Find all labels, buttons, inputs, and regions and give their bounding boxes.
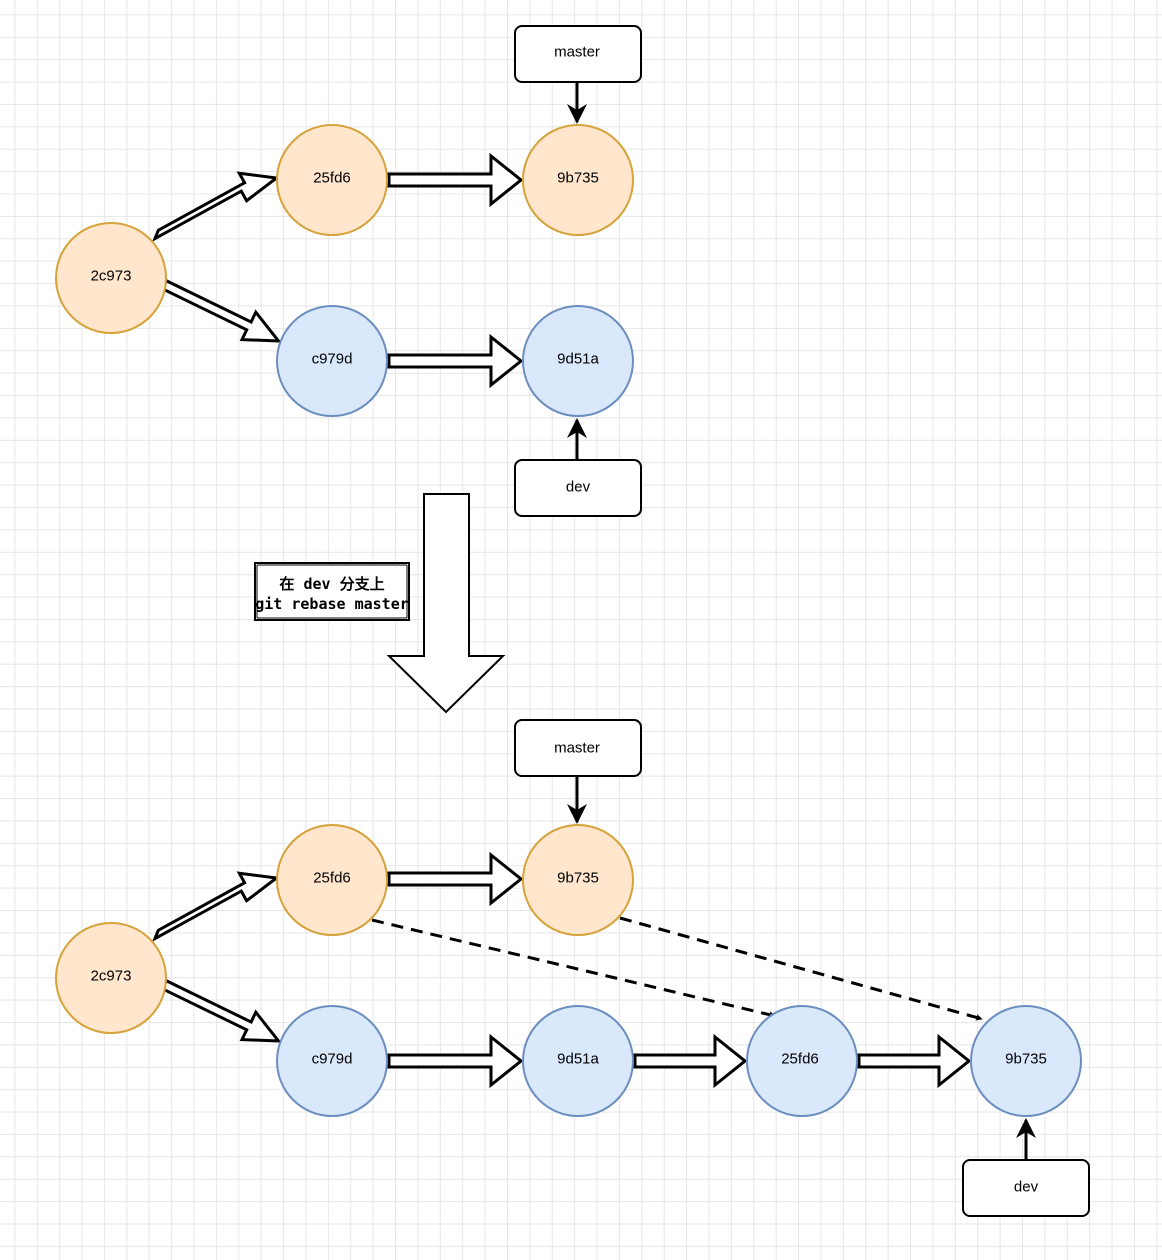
commit-node[interactable]: 9b735 xyxy=(522,824,634,936)
edge-root-to-master1 xyxy=(152,171,281,242)
commit-label: 25fd6 xyxy=(313,870,351,887)
edge-master1-to-master2 xyxy=(387,152,524,208)
edge-root-to-dev1 xyxy=(160,978,282,1043)
commit-node[interactable]: 9d51a xyxy=(522,1005,634,1117)
transition-down-arrow xyxy=(386,493,506,714)
operation-note: 在 dev 分支上 git rebase master xyxy=(254,562,410,621)
commit-node[interactable]: c979d xyxy=(276,1005,388,1117)
commit-label: 9d51a xyxy=(557,1051,599,1068)
before-graph: 2c973 25fd6 9b735 c979d 9d51a master dev xyxy=(55,25,642,517)
commit-label: 25fd6 xyxy=(781,1051,819,1068)
branch-label-dev[interactable]: dev xyxy=(514,459,642,517)
commit-node[interactable]: 25fd6 xyxy=(276,124,388,236)
operation-line-1: 在 dev 分支上 xyxy=(279,575,384,593)
svg-text:master: master xyxy=(554,44,600,61)
commit-label: 9b735 xyxy=(557,870,599,887)
commit-node[interactable]: 2c973 xyxy=(55,922,167,1034)
edge-root-to-master1 xyxy=(152,871,281,942)
svg-text:dev: dev xyxy=(566,479,591,496)
rebase-copy-arrow xyxy=(619,916,983,1021)
commit-node[interactable]: c979d xyxy=(276,305,388,417)
edge-root-to-dev1 xyxy=(160,278,282,343)
svg-text:master: master xyxy=(554,740,600,757)
commit-label: 9d51a xyxy=(557,351,599,368)
commit-label: 2c973 xyxy=(91,268,132,285)
edge-dev3-to-dev4 xyxy=(857,1033,972,1089)
transition: 在 dev 分支上 git rebase master xyxy=(254,493,506,714)
edge-dev2-to-dev3 xyxy=(633,1033,748,1089)
commit-node[interactable]: 25fd6 xyxy=(746,1005,858,1117)
operation-line-2: git rebase master xyxy=(255,595,409,613)
rebase-copy-arrow xyxy=(371,918,776,1018)
svg-text:dev: dev xyxy=(1014,1179,1039,1196)
edge-dev1-to-dev2 xyxy=(387,333,524,389)
commit-label: c979d xyxy=(312,351,353,368)
commit-node[interactable]: 25fd6 xyxy=(276,824,388,936)
branch-label-master[interactable]: master xyxy=(514,25,642,83)
commit-label: 25fd6 xyxy=(313,170,351,187)
branch-label-dev[interactable]: dev xyxy=(962,1159,1090,1217)
commit-label: c979d xyxy=(312,1051,353,1068)
commit-label: 9b735 xyxy=(557,170,599,187)
commit-node[interactable]: 9b735 xyxy=(970,1005,1082,1117)
commit-node[interactable]: 2c973 xyxy=(55,222,167,334)
commit-node[interactable]: 9d51a xyxy=(522,305,634,417)
commit-label: 2c973 xyxy=(91,968,132,985)
commit-label: 9b735 xyxy=(1005,1051,1047,1068)
after-graph: 2c973 25fd6 9b735 c979d 9d51a 25fd6 9b73… xyxy=(55,719,1090,1217)
branch-label-master[interactable]: master xyxy=(514,719,642,777)
edge-master1-to-master2 xyxy=(387,851,524,907)
edge-dev1-to-dev2 xyxy=(387,1033,524,1089)
commit-node[interactable]: 9b735 xyxy=(522,124,634,236)
